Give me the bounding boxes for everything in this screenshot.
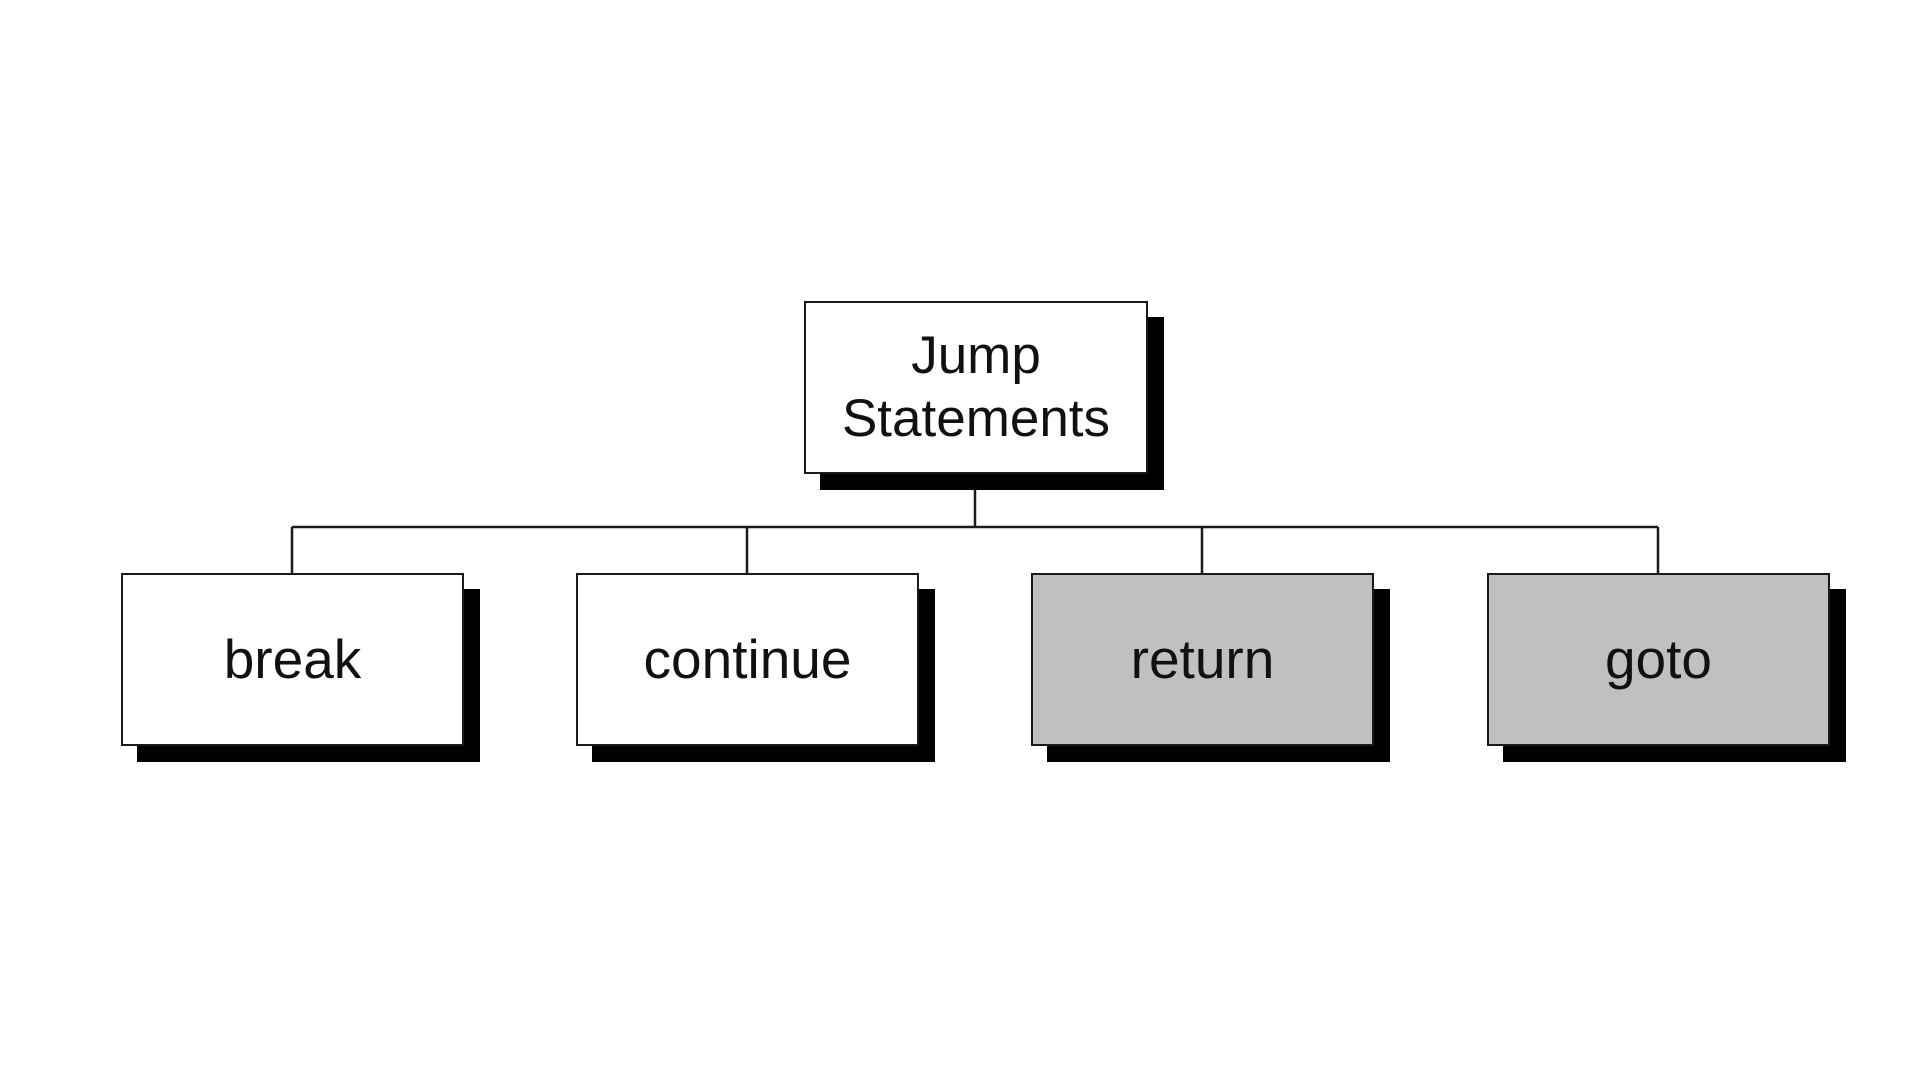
node-continue: continue [576, 573, 919, 746]
node-goto-label: goto [1604, 628, 1713, 691]
node-continue-label: continue [643, 628, 852, 691]
root-node-jump-statements: Jump Statements [804, 301, 1148, 474]
node-break: break [121, 573, 464, 746]
node-return: return [1031, 573, 1374, 746]
node-goto: goto [1487, 573, 1830, 746]
node-return-label: return [1130, 628, 1275, 691]
root-node-label: Jump Statements [842, 325, 1110, 450]
root-label-line1: Jump [911, 325, 1041, 385]
node-break-label: break [223, 628, 362, 691]
root-label-line2: Statements [841, 388, 1111, 448]
